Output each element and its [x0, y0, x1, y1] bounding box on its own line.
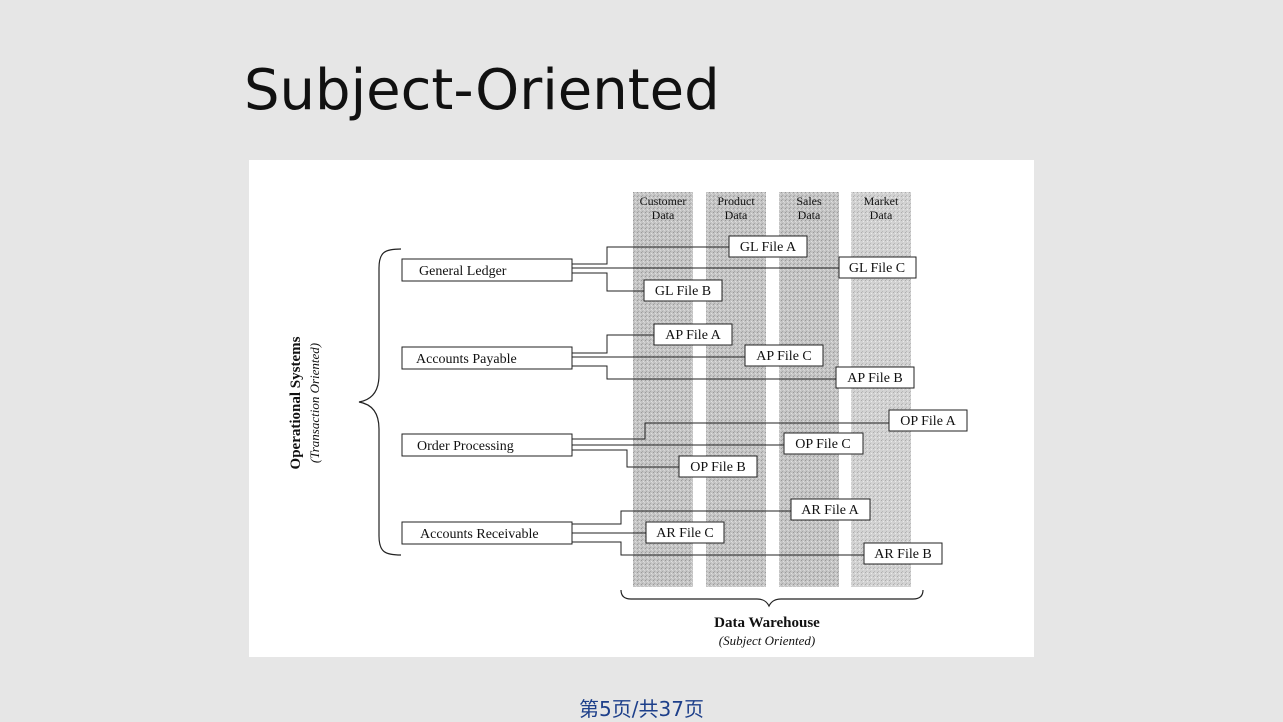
file-label: OP File B	[690, 460, 746, 475]
file-label: AP File C	[756, 349, 812, 364]
operational-system-boxes: General Ledger Accounts Payable Order Pr…	[401, 258, 573, 545]
file-label: AP File A	[665, 328, 721, 343]
file-box	[643, 279, 723, 302]
operational-systems-brace	[358, 248, 402, 556]
file-box	[888, 409, 968, 432]
file-box	[863, 542, 943, 565]
file-box	[838, 256, 917, 279]
connector-lines	[402, 246, 889, 556]
column-product-data	[706, 192, 766, 587]
file-label: AR File C	[656, 526, 714, 541]
operational-systems-title: Operational Systems	[288, 336, 304, 469]
column-label: Data	[652, 208, 675, 222]
column-sales-data	[779, 192, 839, 587]
data-warehouse-title: Data Warehouse	[714, 615, 820, 631]
page-footer: 第5页/共37页	[579, 697, 704, 721]
data-warehouse-brace	[620, 589, 924, 608]
file-boxes: GL File A GL File C GL File B AP File A …	[643, 235, 968, 565]
operational-systems-subtitle: (Transaction Oriented)	[307, 343, 322, 463]
file-label: GL File A	[740, 240, 797, 255]
diagram-canvas: Customer Data Product Data Sales Data Ma…	[288, 192, 968, 648]
subject-oriented-diagram: Customer Data Product Data Sales Data Ma…	[249, 160, 1034, 657]
column-label: Market	[864, 194, 899, 208]
column-label: Data	[725, 208, 748, 222]
connector	[572, 541, 864, 556]
column-label: Data	[870, 208, 893, 222]
column-label: Customer	[640, 194, 687, 208]
system-box-accounts-receivable	[401, 521, 573, 545]
column-label: Data	[798, 208, 821, 222]
file-box	[645, 521, 725, 544]
file-box	[744, 344, 824, 367]
system-label: General Ledger	[419, 264, 507, 279]
system-label: Order Processing	[417, 439, 514, 454]
file-box	[653, 323, 733, 346]
file-label: OP File C	[795, 437, 851, 452]
file-label: AR File B	[874, 547, 932, 562]
file-label: OP File A	[900, 414, 956, 429]
column-market-data	[851, 192, 911, 587]
file-label: GL File B	[655, 284, 711, 299]
file-box	[835, 366, 915, 389]
system-label: Accounts Payable	[416, 352, 517, 367]
column-label: Sales	[796, 194, 822, 208]
file-box	[790, 498, 871, 521]
data-warehouse-subtitle: (Subject Oriented)	[719, 633, 815, 648]
slide-title: Subject-Oriented	[244, 58, 720, 123]
file-label: GL File C	[849, 261, 905, 276]
system-box-accounts-payable	[401, 346, 573, 370]
system-box-order-processing	[401, 433, 573, 457]
connector	[572, 246, 729, 265]
file-label: AR File A	[801, 503, 859, 518]
connector	[572, 334, 654, 354]
system-box-general-ledger	[401, 258, 573, 282]
column-customer-data	[633, 192, 693, 587]
system-label: Accounts Receivable	[420, 527, 539, 542]
file-label: AP File B	[847, 371, 903, 386]
file-box	[678, 455, 758, 478]
connector	[572, 272, 644, 292]
connector	[572, 449, 679, 468]
column-label: Product	[717, 194, 755, 208]
file-box	[783, 432, 864, 455]
connector	[572, 422, 889, 440]
connector	[572, 365, 836, 380]
file-box	[728, 235, 808, 258]
